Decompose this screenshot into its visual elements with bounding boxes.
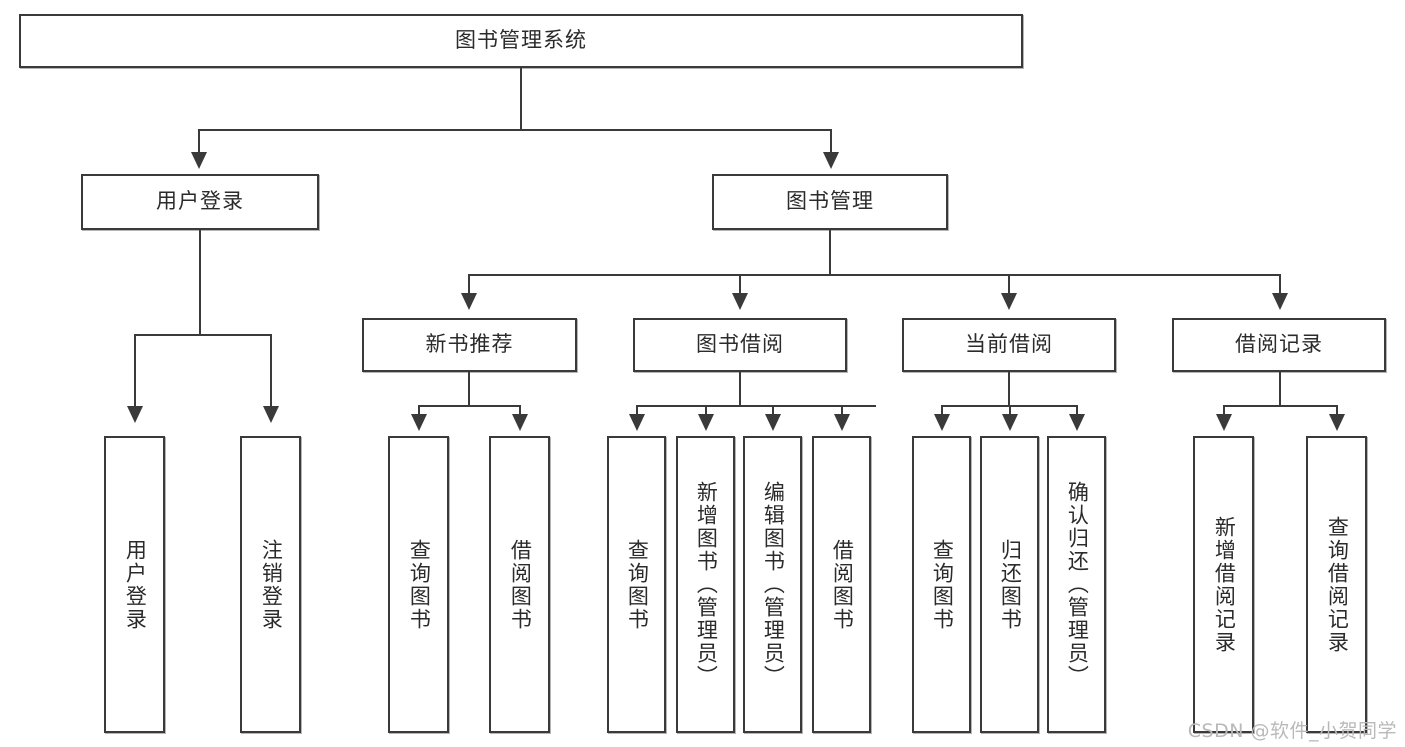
connector-new-book-rec-stem bbox=[468, 372, 470, 406]
connector-borrow-record-bus bbox=[1223, 405, 1338, 407]
leaf-add-book[interactable]: 新增图书（管理员） bbox=[676, 436, 735, 733]
arrowhead-root-to-book-manage bbox=[823, 152, 839, 169]
connector-borrow-record-stem bbox=[1279, 372, 1281, 406]
leaf-add-record[interactable]: 新增借阅记录 bbox=[1193, 436, 1254, 733]
node-current-borrow[interactable]: 当前借阅 bbox=[902, 318, 1116, 372]
leaf-query-book-3-label: 查询图书 bbox=[930, 538, 955, 631]
leaf-query-record[interactable]: 查询借阅记录 bbox=[1306, 436, 1367, 733]
connector-root-to-book-manage bbox=[830, 129, 832, 155]
connector-root-bus bbox=[198, 129, 832, 131]
arrowhead-bm-to-borrow-record bbox=[1272, 293, 1288, 310]
node-root-label: 图书管理系统 bbox=[455, 28, 587, 53]
leaf-confirm-return[interactable]: 确认归还（管理员） bbox=[1047, 436, 1106, 733]
connector-user-login-leaf-2 bbox=[270, 334, 272, 409]
arrowhead-cb-leaf-2 bbox=[1002, 414, 1018, 431]
leaf-add-book-label: 新增图书（管理员） bbox=[694, 481, 719, 688]
node-book-borrow-label: 图书借阅 bbox=[696, 332, 784, 357]
connector-user-login-bus bbox=[134, 334, 272, 336]
connector-nbr-leaf-1 bbox=[418, 405, 420, 417]
node-new-book-rec[interactable]: 新书推荐 bbox=[362, 318, 577, 372]
leaf-query-book-3[interactable]: 查询图书 bbox=[912, 436, 971, 733]
arrowhead-nbr-leaf-2 bbox=[512, 414, 528, 431]
connector-bb-leaf-3 bbox=[772, 405, 774, 417]
leaf-query-record-label: 查询借阅记录 bbox=[1325, 515, 1350, 654]
arrowhead-br-leaf-2 bbox=[1329, 414, 1345, 431]
leaf-confirm-return-label: 确认归还（管理员） bbox=[1065, 481, 1090, 688]
arrowhead-bb-leaf-3 bbox=[765, 414, 781, 431]
arrowhead-root-to-user-login bbox=[191, 152, 207, 169]
node-root[interactable]: 图书管理系统 bbox=[19, 14, 1023, 68]
node-book-borrow[interactable]: 图书借阅 bbox=[633, 318, 847, 372]
arrowhead-bm-to-current-borrow bbox=[1001, 293, 1017, 310]
connector-bm-to-borrow-record bbox=[1279, 274, 1281, 296]
connector-user-login-stem bbox=[199, 230, 201, 335]
arrowhead-br-leaf-1 bbox=[1216, 414, 1232, 431]
leaf-query-book-1-label: 查询图书 bbox=[407, 538, 432, 631]
leaf-borrow-book-2[interactable]: 借阅图书 bbox=[812, 436, 871, 733]
connector-br-leaf-2 bbox=[1336, 405, 1338, 417]
connector-current-borrow-stem bbox=[1008, 372, 1010, 406]
node-new-book-rec-label: 新书推荐 bbox=[425, 332, 514, 357]
node-book-manage[interactable]: 图书管理 bbox=[712, 174, 948, 230]
node-current-borrow-label: 当前借阅 bbox=[965, 332, 1053, 357]
connector-root-to-user-login bbox=[198, 129, 200, 155]
arrowhead-user-login-leaf-2 bbox=[263, 406, 279, 423]
leaf-borrow-book-1-label: 借阅图书 bbox=[508, 538, 533, 631]
connector-bm-to-new-book-rec bbox=[468, 274, 470, 296]
arrowhead-bb-leaf-2 bbox=[698, 414, 714, 431]
connector-root-stem bbox=[520, 68, 522, 130]
leaf-return-book[interactable]: 归还图书 bbox=[980, 436, 1039, 733]
connector-book-manage-stem bbox=[829, 230, 831, 275]
leaf-return-book-label: 归还图书 bbox=[998, 538, 1023, 631]
connector-br-leaf-1 bbox=[1223, 405, 1225, 417]
leaf-user-logout[interactable]: 注销登录 bbox=[240, 436, 301, 733]
connector-book-manage-bus bbox=[468, 274, 1281, 276]
leaf-edit-book[interactable]: 编辑图书（管理员） bbox=[743, 436, 802, 733]
node-borrow-record-label: 借阅记录 bbox=[1235, 332, 1323, 357]
connector-bm-to-current-borrow bbox=[1008, 274, 1010, 296]
arrowhead-bm-to-new-book-rec bbox=[461, 293, 477, 310]
connector-cb-leaf-1 bbox=[941, 405, 943, 417]
connector-bb-leaf-4 bbox=[841, 405, 843, 417]
leaf-user-logout-label: 注销登录 bbox=[259, 538, 284, 631]
connector-book-borrow-bus bbox=[636, 405, 876, 407]
arrowhead-bb-leaf-4 bbox=[834, 414, 850, 431]
connector-cb-leaf-2 bbox=[1009, 405, 1011, 417]
connector-cb-leaf-3 bbox=[1076, 405, 1078, 417]
connector-bm-to-book-borrow bbox=[739, 274, 741, 296]
node-user-login[interactable]: 用户登录 bbox=[81, 174, 319, 230]
arrowhead-nbr-leaf-1 bbox=[411, 414, 427, 431]
node-book-manage-label: 图书管理 bbox=[786, 189, 874, 214]
connector-bb-leaf-2 bbox=[705, 405, 707, 417]
arrowhead-bb-leaf-1 bbox=[629, 414, 645, 431]
connector-nbr-leaf-2 bbox=[519, 405, 521, 417]
arrowhead-bm-to-book-borrow bbox=[732, 293, 748, 310]
leaf-query-book-2[interactable]: 查询图书 bbox=[607, 436, 666, 733]
leaf-add-record-label: 新增借阅记录 bbox=[1212, 515, 1237, 654]
leaf-query-book-2-label: 查询图书 bbox=[625, 538, 650, 631]
arrowhead-user-login-leaf-1 bbox=[127, 406, 143, 423]
leaf-borrow-book-1[interactable]: 借阅图书 bbox=[489, 436, 550, 733]
arrowhead-cb-leaf-3 bbox=[1069, 414, 1085, 431]
node-user-login-label: 用户登录 bbox=[156, 189, 244, 214]
connector-user-login-leaf-1 bbox=[134, 334, 136, 409]
leaf-edit-book-label: 编辑图书（管理员） bbox=[761, 481, 786, 688]
connector-new-book-rec-bus bbox=[418, 405, 521, 407]
leaf-query-book-1[interactable]: 查询图书 bbox=[388, 436, 449, 733]
connector-bb-leaf-1 bbox=[636, 405, 638, 417]
node-borrow-record[interactable]: 借阅记录 bbox=[1172, 318, 1386, 372]
leaf-user-login-label: 用户登录 bbox=[123, 538, 148, 631]
arrowhead-cb-leaf-1 bbox=[934, 414, 950, 431]
leaf-borrow-book-2-label: 借阅图书 bbox=[830, 538, 855, 631]
leaf-user-login[interactable]: 用户登录 bbox=[104, 436, 165, 733]
connector-book-borrow-stem bbox=[739, 372, 741, 406]
